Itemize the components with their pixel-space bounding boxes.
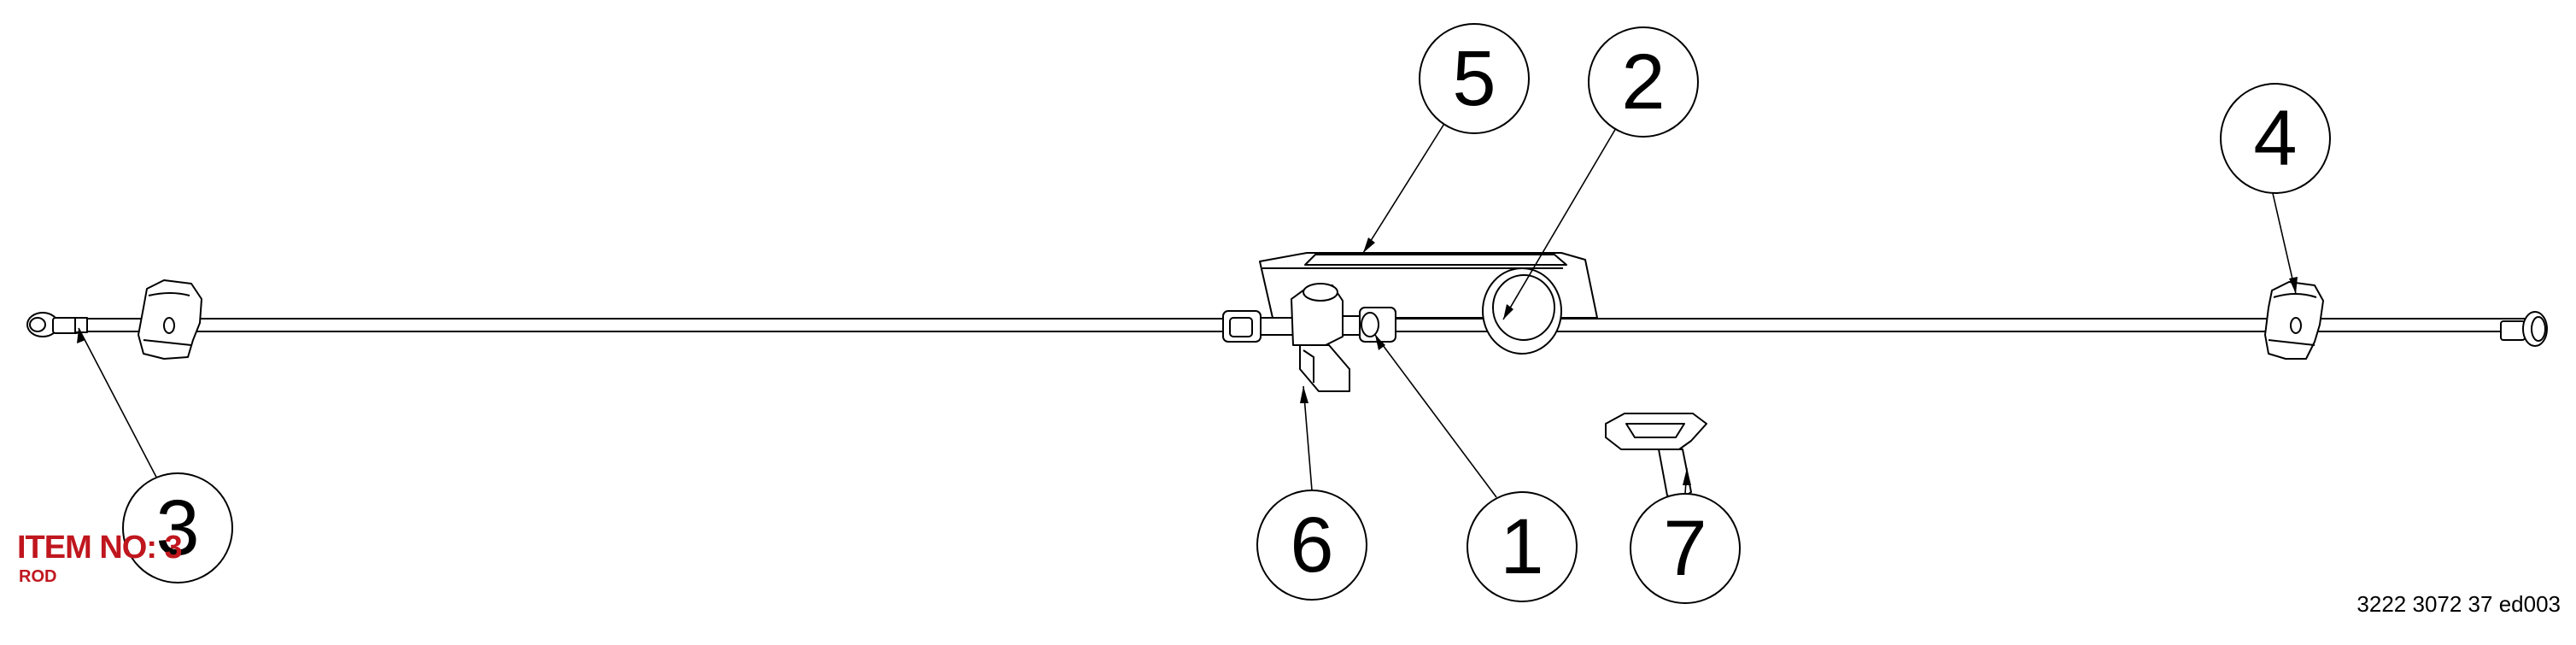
callout-5-number: 5 [1452,35,1496,122]
callout-3-number: 3 [155,484,199,572]
callout-1-number: 1 [1500,503,1543,590]
drawing-code: 3222 3072 37 ed003 [2356,591,2561,617]
callout-4-number: 4 [2253,95,2297,182]
callout-4: 4 [2220,83,2331,194]
lock-housing [1259,252,1598,355]
callout-7-number: 7 [1663,505,1707,592]
item-number-label: ITEM NO: 3 [17,530,183,566]
rod-end-right [2500,311,2548,347]
center-mechanism [1222,283,1396,392]
callout-2: 2 [1588,26,1699,138]
callout-5: 5 [1419,23,1530,134]
callout-6: 6 [1256,490,1367,601]
guide-bracket-right [2264,281,2324,360]
callout-1: 1 [1467,491,1578,602]
guide-bracket-left [138,279,202,360]
callout-6-number: 6 [1290,501,1333,589]
leader-lines [77,119,2298,498]
callout-3: 3 [122,472,233,583]
callout-2-number: 2 [1621,38,1665,126]
callout-7: 7 [1630,493,1741,604]
item-name-label: ROD [19,567,57,586]
